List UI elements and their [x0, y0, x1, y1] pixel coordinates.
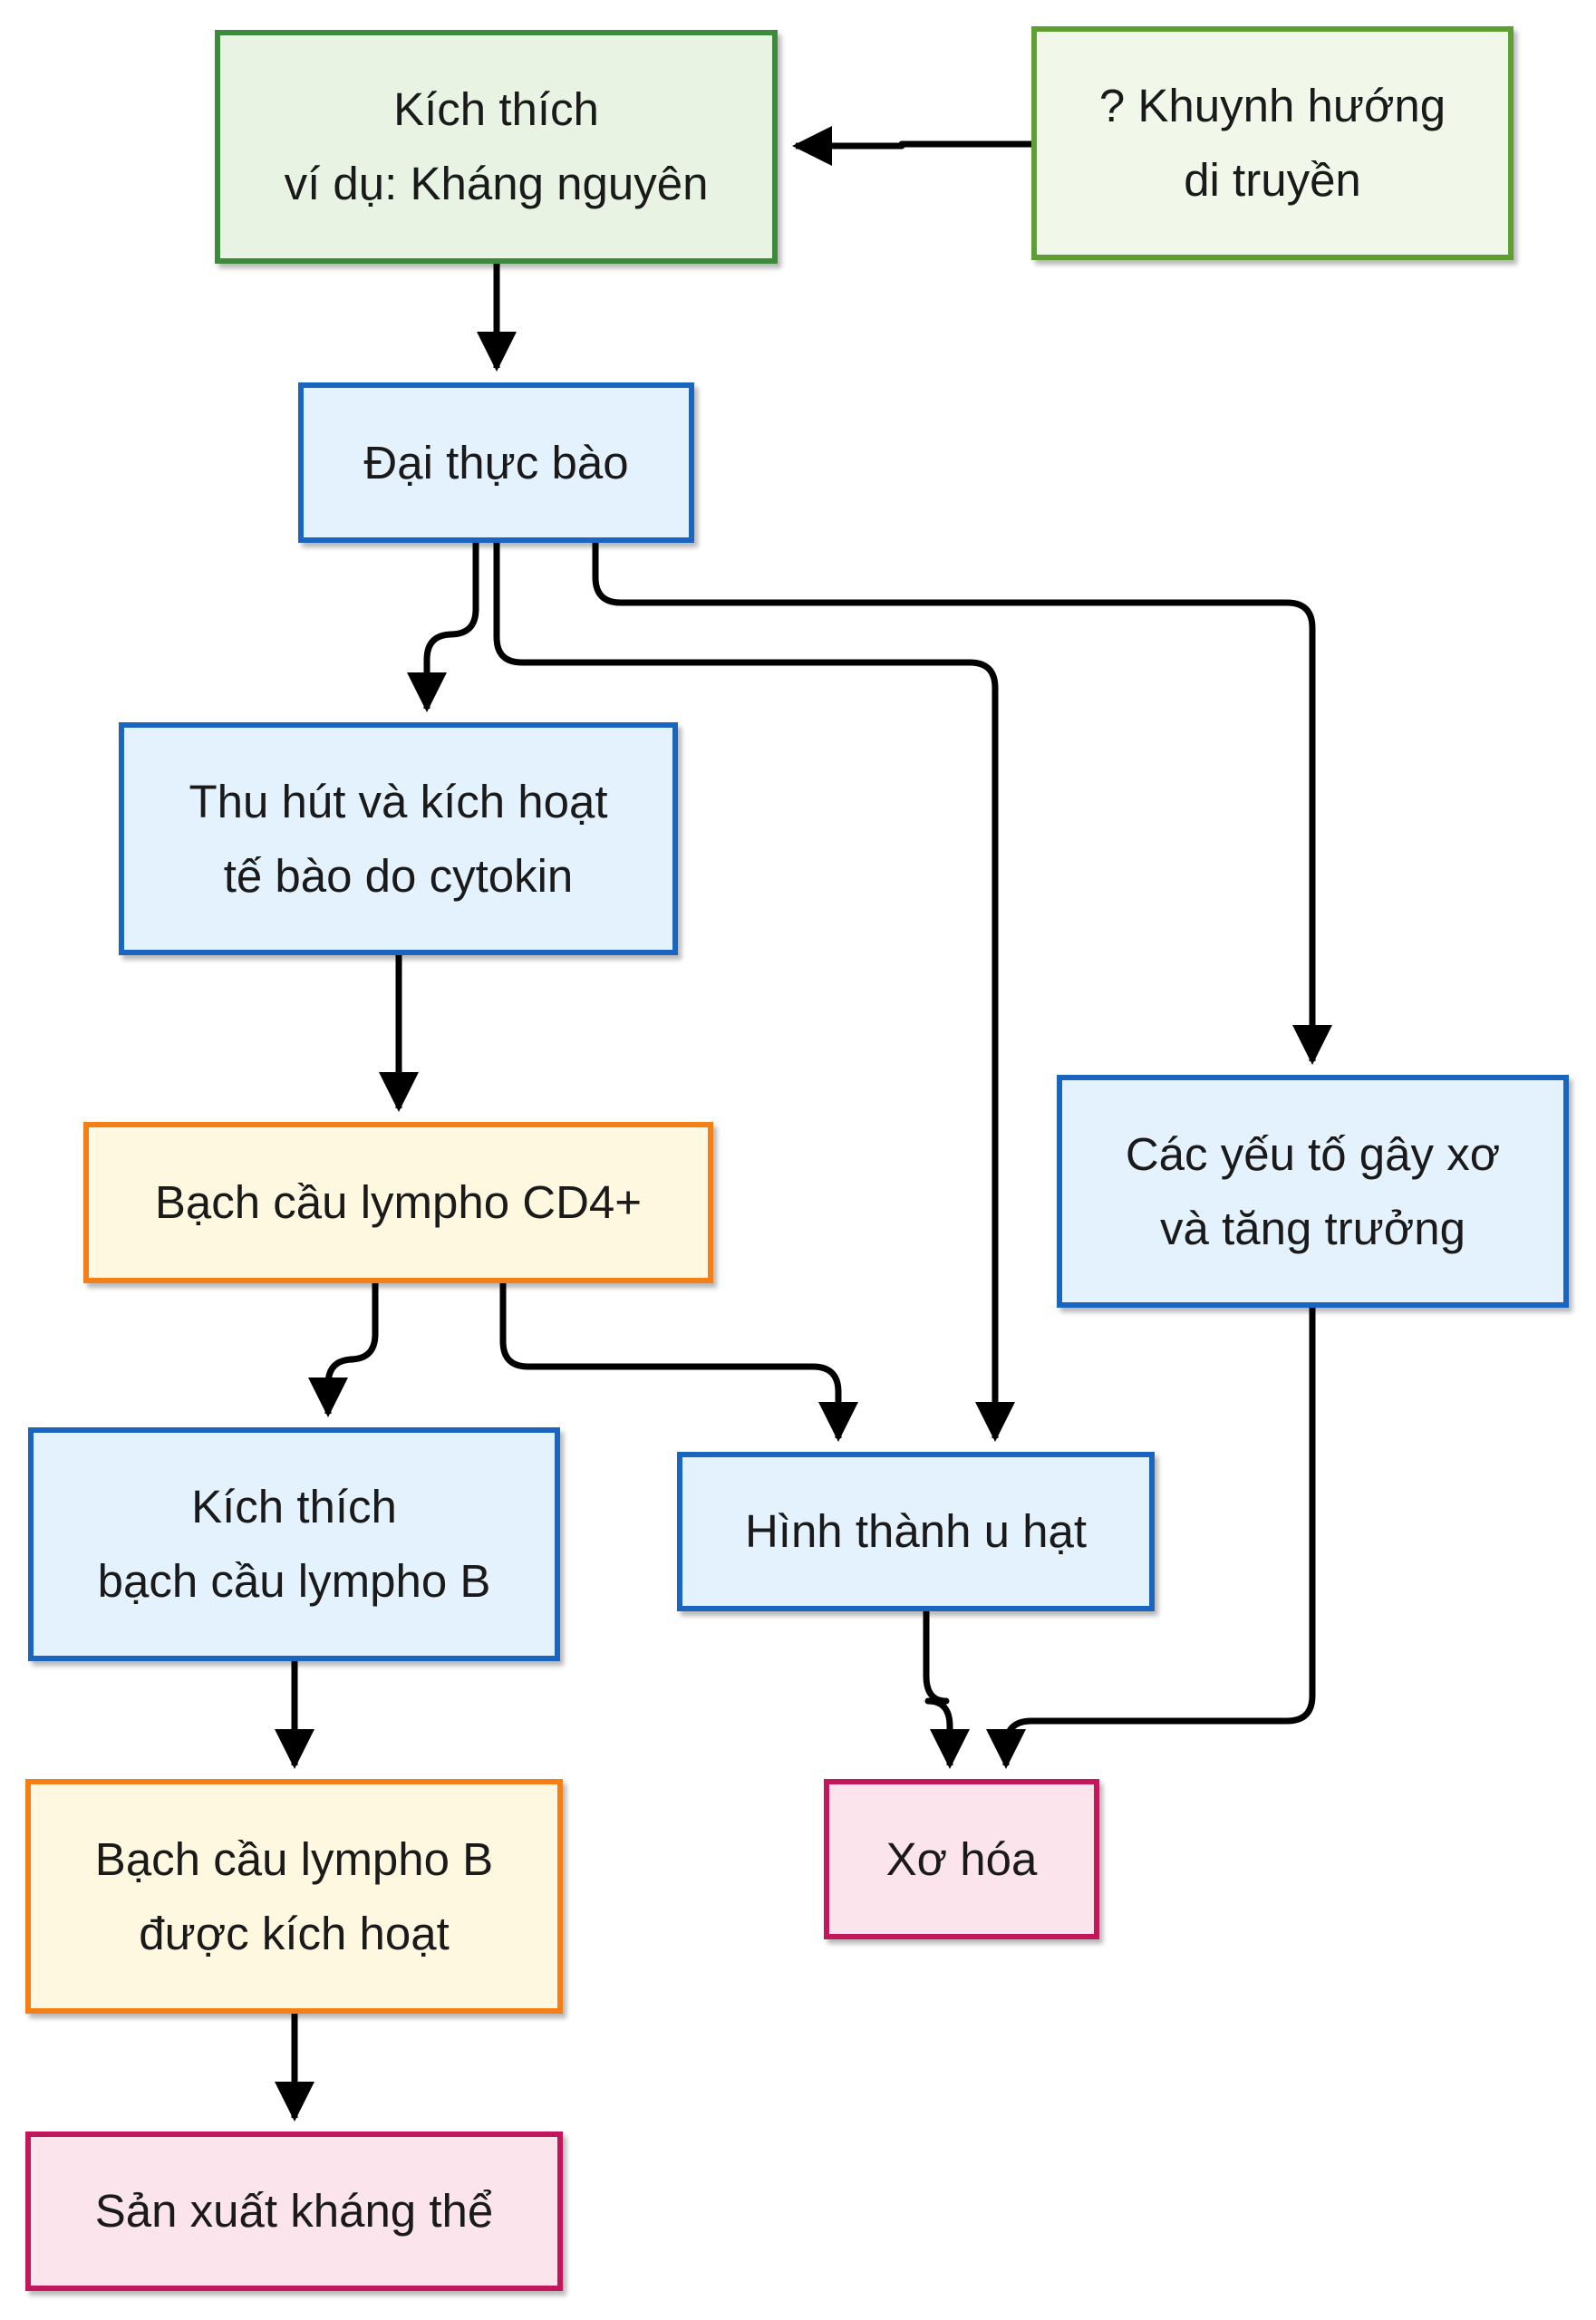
node-fibrosis-line1: Xơ hóa [885, 1832, 1038, 1885]
node-genetic: ? Khuynh hướng di truyền [1031, 26, 1514, 260]
node-cytokine-line2: tế bào do cytokin [223, 849, 574, 902]
edge-fibrogenic-to-fibrosis [986, 1308, 1316, 1769]
node-granuloma-line1: Hình thành u hạt [744, 1505, 1088, 1557]
node-granuloma: Hình thành u hạt [677, 1452, 1155, 1611]
node-macrophage-line1: Đại thực bào [363, 436, 629, 488]
edge-genetic-to-stimulus [792, 126, 1031, 166]
edge-macrophage-to-cytokine [407, 543, 479, 712]
node-fibrosis: Xơ hóa [824, 1779, 1099, 1939]
node-fibrogenic-line2: và tăng trưởng [1160, 1202, 1465, 1254]
node-cd4-line1: Bạch cầu lympho CD4+ [154, 1176, 643, 1228]
node-cd4: Bạch cầu lympho CD4+ [83, 1122, 713, 1283]
node-genetic-line2: di truyền [1184, 154, 1361, 206]
node-cytokine: Thu hút và kích hoạt tế bào do cytokin [119, 722, 678, 955]
node-bactivated-line1: Bạch cầu lympho B [94, 1832, 494, 1885]
node-cytokine-line1: Thu hút và kích hoạt [189, 775, 608, 827]
node-bactivated: Bạch cầu lympho B được kích hoạt [25, 1779, 563, 2014]
node-antibody: Sản xuất kháng thể [25, 2132, 563, 2291]
node-stimulus-line1: Kích thích [393, 83, 599, 135]
edge-macrophage-to-granuloma [493, 543, 1015, 1442]
node-fibrogenic-line1: Các yếu tố gây xơ [1125, 1127, 1501, 1180]
node-macrophage: Đại thực bào [298, 382, 694, 543]
edge-granuloma-to-fibrosis [923, 1611, 970, 1769]
edge-cd4-to-granuloma [499, 1283, 858, 1442]
edge-macrophage-to-fibrogenic [592, 543, 1332, 1065]
node-bstim-line1: Kích thích [191, 1481, 397, 1532]
node-genetic-line1: ? Khuynh hướng [1098, 80, 1446, 131]
node-fibrogenic: Các yếu tố gây xơ và tăng trưởng [1057, 1075, 1569, 1308]
edge-cd4-to-bstim [308, 1283, 379, 1417]
node-stimulus-line2: ví dụ: Kháng nguyên [284, 158, 709, 209]
node-stimulus: Kích thích ví dụ: Kháng nguyên [215, 30, 778, 264]
node-bactivated-line2: được kích hoạt [139, 1907, 450, 1959]
node-bstim: Kích thích bạch cầu lympho B [28, 1427, 560, 1661]
node-bstim-line2: bạch cầu lympho B [97, 1555, 491, 1607]
node-antibody-line1: Sản xuất kháng thể [94, 2185, 494, 2237]
